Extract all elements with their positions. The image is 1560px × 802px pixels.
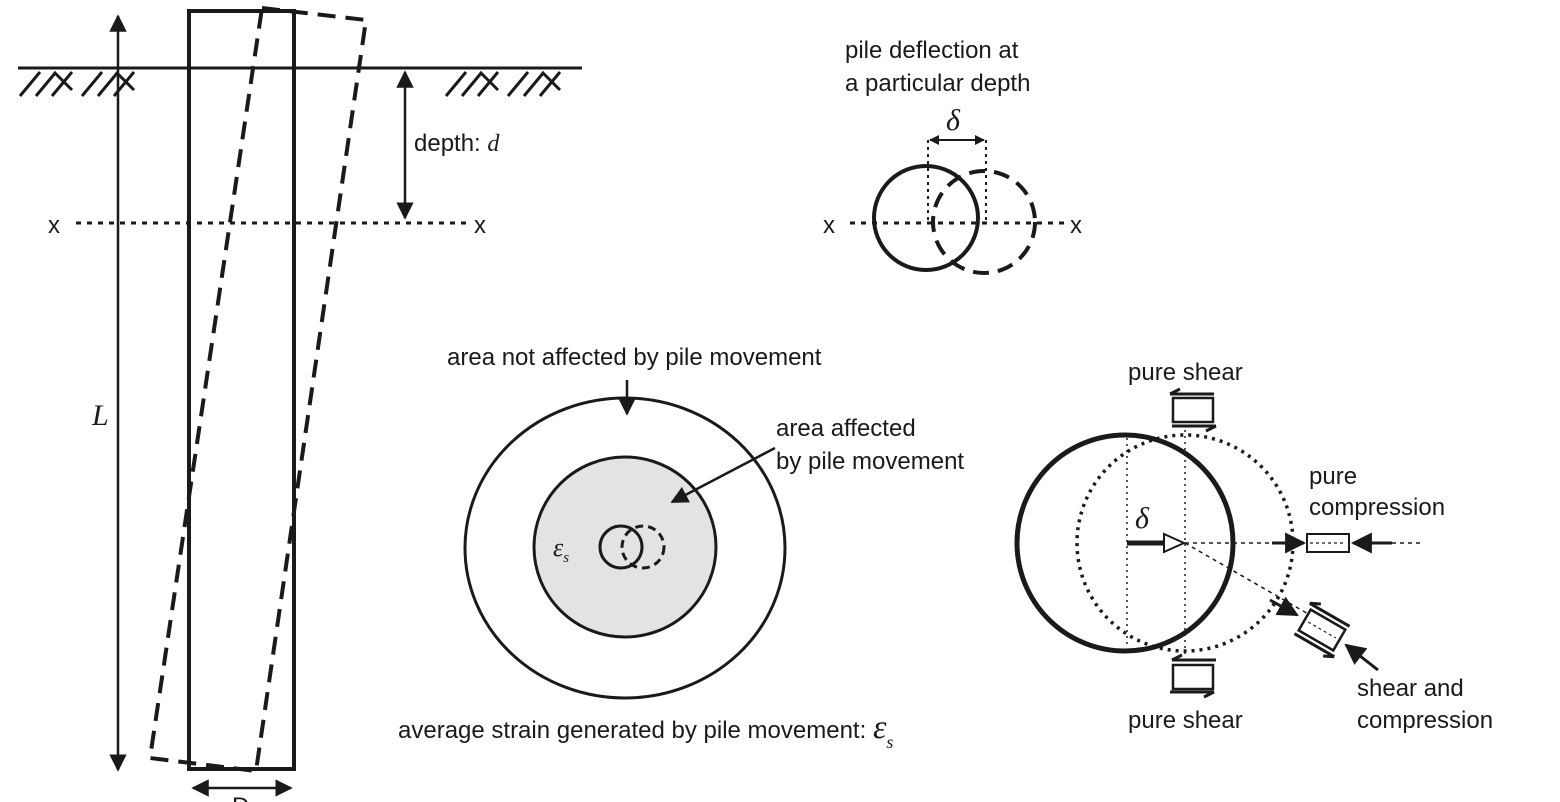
outer-area-label: area not affected by pile movement <box>447 344 822 371</box>
plan-section-label-right: x <box>1070 212 1082 239</box>
outer-unaffected-area <box>463 396 787 700</box>
plan-deflection-panel: pile deflection at a particular depth δ … <box>823 37 1082 275</box>
shear-comp-element <box>1269 596 1379 672</box>
pile-diameter-symbol: D <box>232 793 249 802</box>
affected-label-line1: area affected <box>776 415 916 442</box>
deflection-arrow-head <box>1163 532 1187 554</box>
shear-comp-label-line1: shear and <box>1357 675 1464 702</box>
compression-element <box>1272 532 1420 554</box>
pile-length-symbol: L <box>91 399 109 432</box>
section-label-right: x <box>474 212 486 239</box>
mini-pile-original <box>598 524 644 570</box>
affected-area-arrow <box>670 446 776 504</box>
deflection-delta-symbol: δ <box>946 104 961 137</box>
deflection-title-line2: a particular depth <box>845 70 1030 97</box>
pile-original-outline <box>187 9 296 771</box>
pile-deflected-circle <box>931 169 1037 275</box>
pile-elevation-panel: L x x depth: d D <box>18 5 582 802</box>
soil-hatch-right <box>444 70 562 97</box>
average-strain-caption: average strain generated by pile movemen… <box>398 709 893 752</box>
pile-deflected-outline <box>147 5 369 774</box>
compression-label-line2: compression <box>1309 494 1445 521</box>
soil-element-panel: δ pure shear pure shear <box>1014 359 1493 734</box>
shear-comp-label-line2: compression <box>1357 707 1493 734</box>
top-shear-element <box>1169 387 1217 433</box>
affected-zone-panel: area not affected by pile movement area … <box>398 344 964 752</box>
compression-label-line1: pure <box>1309 463 1357 490</box>
right-delta-symbol: δ <box>1135 502 1150 535</box>
shear-comp-ray <box>1184 542 1311 616</box>
top-shear-label: pure shear <box>1128 359 1243 386</box>
soil-hatch-left <box>18 70 136 97</box>
bottom-shear-label: pure shear <box>1128 707 1243 734</box>
pile-original-circle <box>872 164 980 272</box>
deflection-title-line1: pile deflection at <box>845 37 1019 64</box>
affected-label-line2: by pile movement <box>776 448 964 475</box>
plan-section-label-left: x <box>823 212 835 239</box>
mini-pile-deflected <box>620 524 666 570</box>
bottom-shear-element <box>1170 653 1216 699</box>
pile-section-original <box>1014 432 1236 654</box>
depth-label: depth: d <box>414 130 500 157</box>
section-label-left: x <box>48 212 60 239</box>
strain-symbol: εs <box>553 533 569 566</box>
